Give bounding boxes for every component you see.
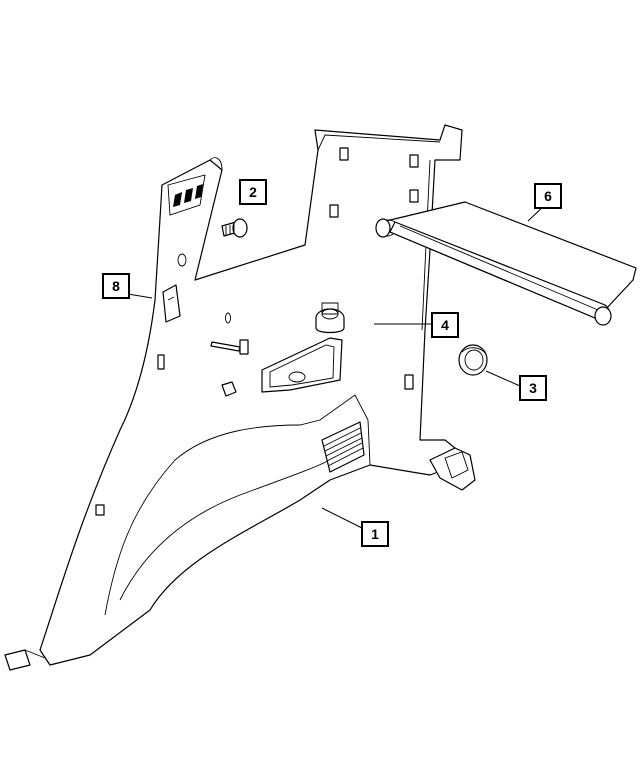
callout-label-2: 2 bbox=[249, 184, 257, 200]
leader-line-3 bbox=[485, 370, 521, 387]
callout-8: 8 bbox=[102, 273, 130, 299]
callout-label-8: 8 bbox=[112, 278, 120, 294]
callout-1: 1 bbox=[361, 521, 389, 547]
round-clip bbox=[315, 302, 345, 334]
grommet-plug bbox=[458, 344, 488, 376]
callout-4: 4 bbox=[431, 312, 459, 338]
callout-label-3: 3 bbox=[529, 380, 537, 396]
callout-3: 3 bbox=[519, 375, 547, 401]
leader-line-1 bbox=[321, 507, 363, 529]
leader-line-8 bbox=[127, 293, 153, 299]
callout-label-4: 4 bbox=[441, 317, 449, 333]
callout-label-1: 1 bbox=[371, 526, 379, 542]
callout-label-6: 6 bbox=[544, 188, 552, 204]
pillar-panel-part bbox=[162, 284, 181, 323]
cargo-cover bbox=[375, 201, 637, 326]
quarter-trim-panel bbox=[4, 124, 476, 671]
callout-6: 6 bbox=[534, 183, 562, 209]
callout-2: 2 bbox=[239, 179, 267, 205]
push-pin-fastener bbox=[221, 218, 248, 238]
